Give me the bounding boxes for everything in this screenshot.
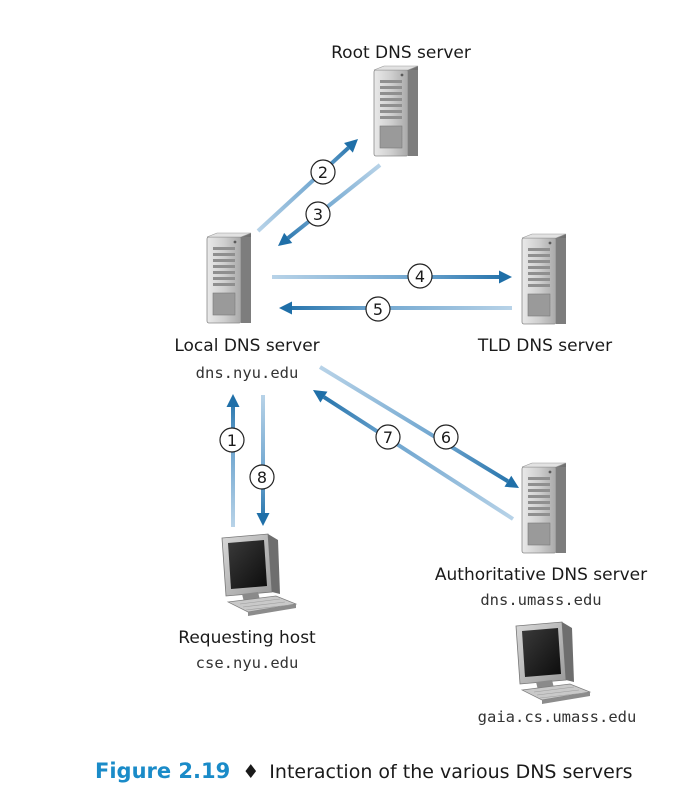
svg-text:5: 5 <box>373 300 383 319</box>
arrow-step-5 <box>279 301 512 315</box>
arrow-step-5-head <box>279 301 292 315</box>
svg-text:3: 3 <box>313 205 323 224</box>
step-8-marker: 8 <box>249 464 275 490</box>
arrow-step-6-head <box>504 475 519 488</box>
svg-text:8: 8 <box>257 468 267 487</box>
step-2-marker: 2 <box>310 159 336 185</box>
arrow-step-2-head <box>344 139 358 153</box>
target-host-computer-icon <box>515 621 591 705</box>
arrow-step-7 <box>313 390 515 521</box>
arrow-step-2-shaft <box>256 146 350 233</box>
arrow-step-8 <box>256 395 270 526</box>
arrow-step-4-head <box>499 270 512 284</box>
svg-text:2: 2 <box>318 163 328 182</box>
caption-text: Interaction of the various DNS servers <box>269 761 632 783</box>
step-7-marker: 7 <box>375 424 401 450</box>
arrow-step-3-shaft <box>286 163 382 240</box>
requesting-host-name: cse.nyu.edu <box>196 654 299 672</box>
arrow-step-4 <box>272 270 512 284</box>
caption-separator: ♦ <box>242 761 259 783</box>
figure-caption: Figure 2.19 ♦ Interaction of the various… <box>95 759 633 783</box>
arrow-step-2 <box>256 139 358 233</box>
arrow-step-8-head <box>256 513 270 526</box>
svg-text:6: 6 <box>441 428 451 447</box>
arrow-step-3 <box>278 163 382 246</box>
caption-figure-number: Figure 2.19 <box>95 759 230 783</box>
step-markers: 1 2 3 4 5 6 7 8 <box>219 159 459 490</box>
arrow-step-6-shaft <box>318 365 509 483</box>
query-arrows <box>226 139 519 527</box>
local-dns-server-icon <box>206 232 252 324</box>
svg-text:7: 7 <box>383 428 393 447</box>
target-host-name: gaia.cs.umass.edu <box>478 708 637 726</box>
root-dns-server-icon <box>373 65 419 157</box>
arrow-step-7-head <box>313 390 328 403</box>
step-1-marker: 1 <box>219 427 245 453</box>
tld-dns-server-label: TLD DNS server <box>477 336 612 356</box>
arrow-step-6 <box>318 365 519 488</box>
authoritative-dns-server-host: dns.umass.edu <box>480 591 601 609</box>
local-dns-server-host: dns.nyu.edu <box>196 364 299 382</box>
arrow-step-1-head <box>226 394 240 407</box>
step-5-marker: 5 <box>365 296 391 322</box>
step-6-marker: 6 <box>433 424 459 450</box>
authoritative-dns-server-icon <box>521 462 567 554</box>
step-3-marker: 3 <box>305 201 331 227</box>
tld-dns-server-icon <box>521 233 567 325</box>
step-4-marker: 4 <box>407 263 433 289</box>
authoritative-dns-server-label: Authoritative DNS server <box>435 565 647 585</box>
arrow-step-1 <box>226 394 240 527</box>
arrow-step-3-head <box>278 232 293 246</box>
requesting-host-label: Requesting host <box>178 628 316 648</box>
svg-text:1: 1 <box>227 431 237 450</box>
root-dns-server-label: Root DNS server <box>331 43 471 63</box>
svg-text:4: 4 <box>415 267 425 286</box>
arrow-step-7-shaft <box>322 395 515 521</box>
local-dns-server-label: Local DNS server <box>174 336 319 356</box>
requesting-host-computer-icon <box>221 533 297 617</box>
